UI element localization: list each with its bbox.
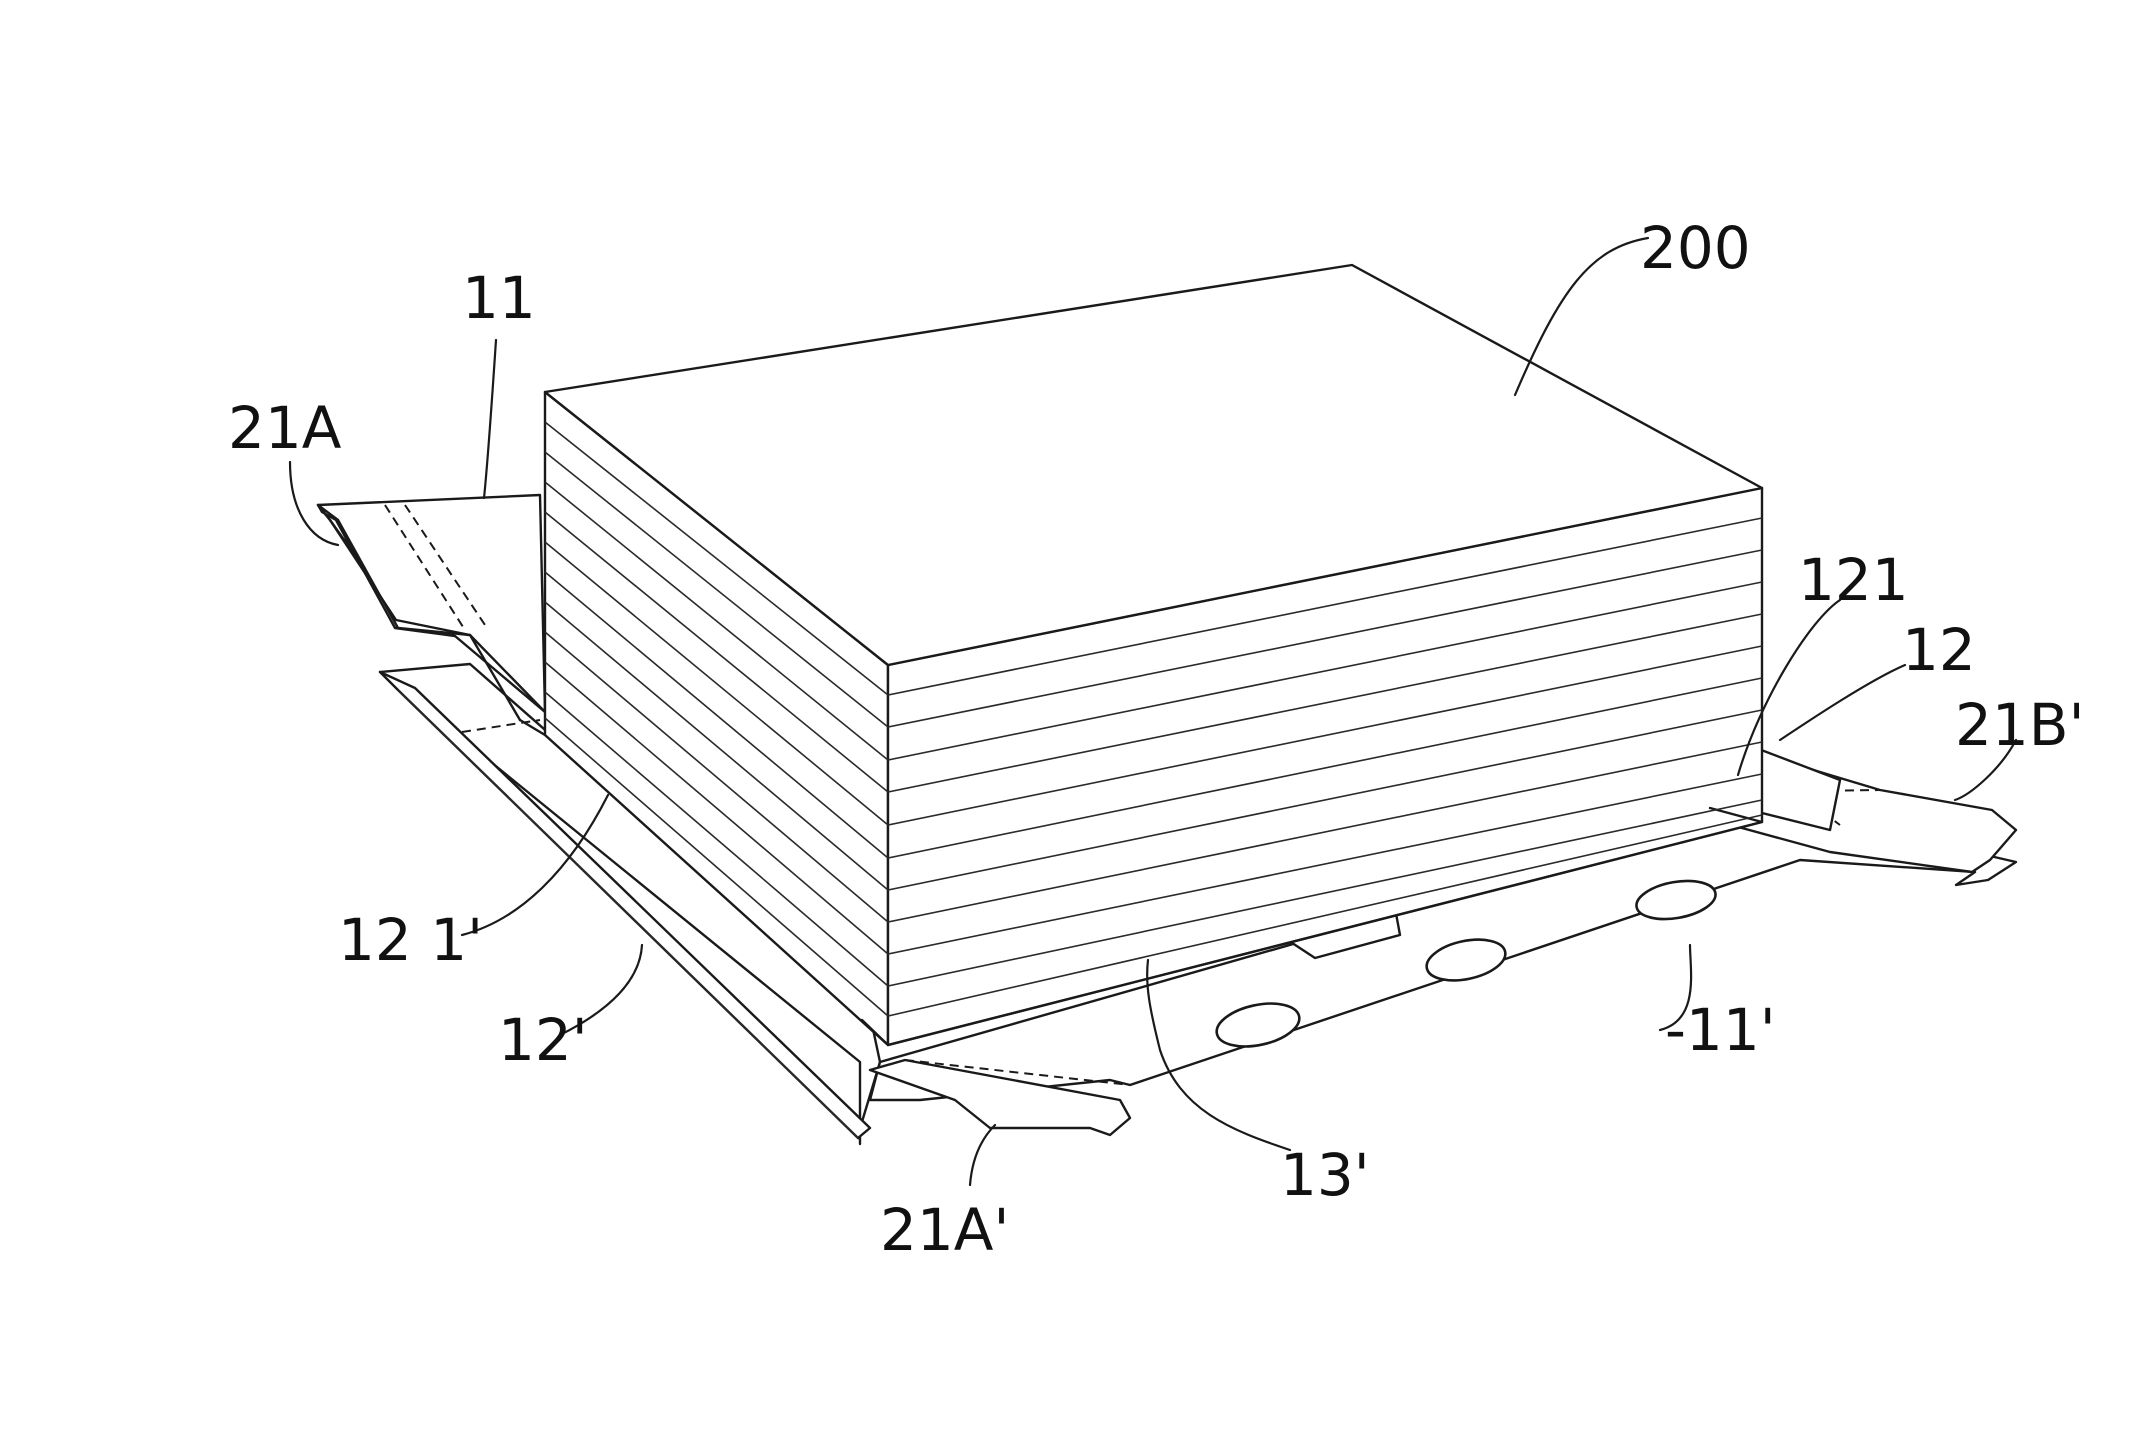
- label-121-prime: 12 1': [338, 906, 483, 974]
- label-21B-prime: 21B': [1955, 691, 2085, 759]
- leader-21A-prime: [970, 1125, 995, 1185]
- label-21A-prime: 21A': [880, 1196, 1009, 1264]
- label-200: 200: [1640, 214, 1751, 282]
- label-21A: 21A: [228, 394, 342, 462]
- label-11-prime: -11': [1665, 996, 1776, 1064]
- label-11: 11: [462, 264, 536, 332]
- label-12: 12: [1902, 616, 1976, 684]
- label-13-prime: 13': [1280, 1141, 1370, 1209]
- label-121: 121: [1798, 546, 1909, 614]
- label-12-prime: 12': [498, 1006, 588, 1074]
- leader-11: [484, 340, 496, 498]
- leader-12: [1780, 665, 1905, 740]
